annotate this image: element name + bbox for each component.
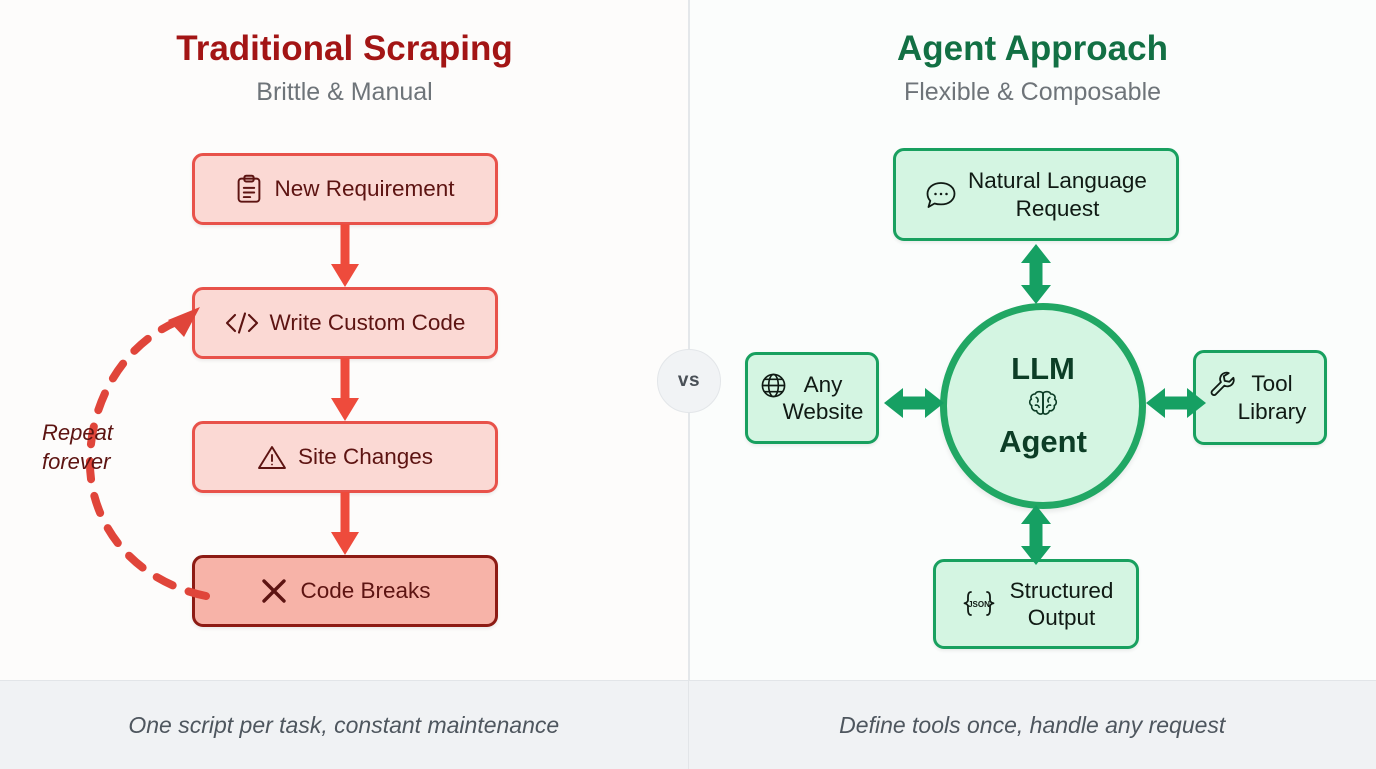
right-subtitle: Flexible & Composable bbox=[689, 77, 1376, 107]
node-label: Site Changes bbox=[298, 443, 433, 470]
arrow-any-website-to-agent bbox=[883, 381, 945, 425]
node-label: Code Breaks bbox=[300, 577, 430, 604]
left-heading-group: Traditional Scraping Brittle & Manual bbox=[0, 28, 689, 107]
arrow-agent-to-tool-library bbox=[1145, 381, 1207, 425]
node-site-changes[interactable]: Site Changes bbox=[192, 421, 498, 493]
brain-icon bbox=[1026, 389, 1060, 424]
node-label: Write Custom Code bbox=[270, 309, 466, 336]
node-label: Natural Language Request bbox=[968, 167, 1147, 222]
left-title: Traditional Scraping bbox=[0, 28, 689, 70]
repeat-forever-label: Repeat forever bbox=[42, 418, 162, 477]
node-tool-library[interactable]: Tool Library bbox=[1193, 350, 1327, 445]
arrow-nl-request-to-agent bbox=[1014, 243, 1058, 305]
footer-bar: One script per task, constant maintenanc… bbox=[0, 680, 1376, 769]
node-label: Structured Output bbox=[1010, 577, 1114, 632]
vs-badge: vs bbox=[657, 349, 721, 413]
agent-label: Agent bbox=[999, 426, 1087, 459]
node-new-requirement[interactable]: New Requirement bbox=[192, 153, 498, 225]
llm-agent-circle[interactable]: LLM Agent bbox=[940, 303, 1146, 509]
node-natural-language-request[interactable]: Natural Language Request bbox=[893, 148, 1179, 241]
clipboard-icon bbox=[235, 174, 263, 204]
node-code-breaks[interactable]: Code Breaks bbox=[192, 555, 498, 627]
json-braces-icon: JSON bbox=[959, 589, 999, 619]
cross-x-icon bbox=[259, 576, 289, 606]
wrench-icon bbox=[1208, 370, 1235, 397]
node-structured-output[interactable]: JSON Structured Output bbox=[933, 559, 1139, 649]
speech-bubble-icon bbox=[925, 180, 957, 210]
right-title: Agent Approach bbox=[689, 28, 1376, 70]
arrow-site-changes-to-code-breaks bbox=[330, 492, 360, 558]
arrow-agent-to-structured-output bbox=[1014, 504, 1058, 566]
right-footer-caption: Define tools once, handle any request bbox=[689, 681, 1376, 769]
llm-label: LLM bbox=[1011, 353, 1075, 386]
left-subtitle: Brittle & Manual bbox=[0, 77, 689, 107]
warning-triangle-icon bbox=[257, 444, 287, 471]
node-any-website[interactable]: Any Website bbox=[745, 352, 879, 444]
node-write-custom-code[interactable]: Write Custom Code bbox=[192, 287, 498, 359]
globe-icon bbox=[760, 372, 787, 399]
arrow-new-requirement-to-write-code bbox=[330, 224, 360, 290]
arrow-write-code-to-site-changes bbox=[330, 358, 360, 424]
svg-text:JSON: JSON bbox=[968, 600, 990, 609]
right-heading-group: Agent Approach Flexible & Composable bbox=[689, 28, 1376, 107]
code-brackets-icon bbox=[225, 310, 259, 336]
node-label: New Requirement bbox=[274, 175, 454, 202]
left-footer-caption: One script per task, constant maintenanc… bbox=[0, 681, 689, 769]
